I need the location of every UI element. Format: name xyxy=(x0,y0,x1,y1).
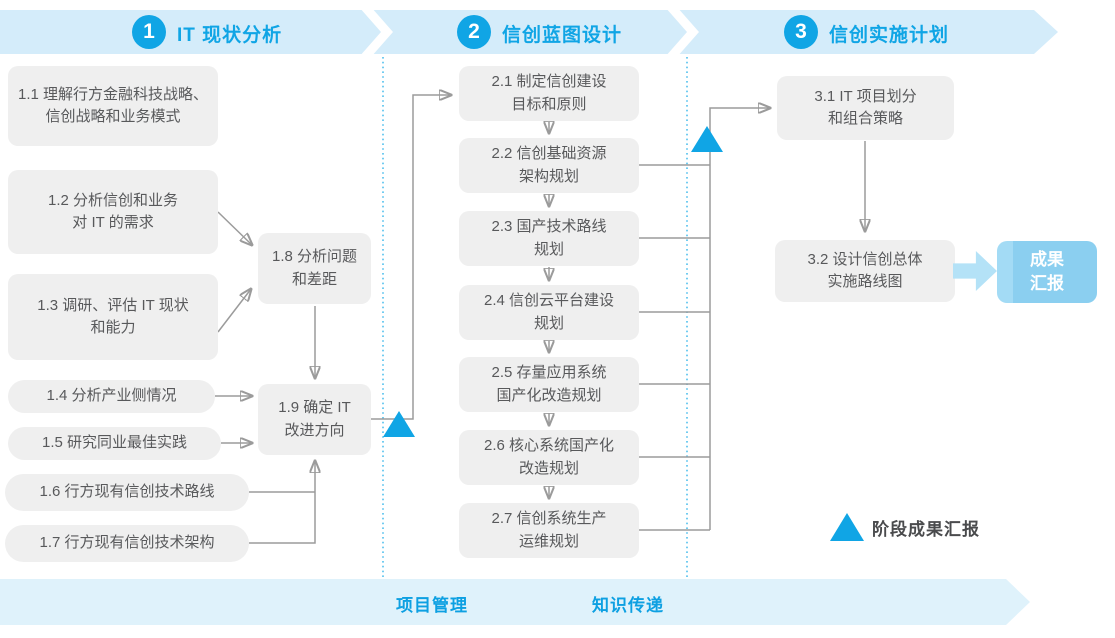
legend-label: 阶段成果汇报 xyxy=(872,520,980,539)
phase-2-title: 信创蓝图设计 xyxy=(502,25,623,46)
milestone-triangle-icon xyxy=(383,411,415,437)
bottom-process-band xyxy=(0,579,1030,625)
task-box-3-2: 3.2 设计信创总体 实施路线图 xyxy=(775,240,955,302)
task-box-1-4: 1.4 分析产业侧情况 xyxy=(8,380,215,413)
task-box-2-6: 2.6 核心系统国产化 改造规划 xyxy=(459,430,639,485)
task-box-2-4: 2.4 信创云平台建设 规划 xyxy=(459,285,639,340)
task-box-2-2: 2.2 信创基础资源 架构规划 xyxy=(459,138,639,193)
task-box-1-5: 1.5 研究同业最佳实践 xyxy=(8,427,221,460)
bottom-band-label-knowledge-transfer: 知识传递 xyxy=(592,596,664,615)
task-box-1-9: 1.9 确定 IT 改进方向 xyxy=(258,384,371,455)
top-phase-band xyxy=(0,10,1058,54)
connector-1-7-to-1-9 xyxy=(249,461,315,544)
band-separator-chevron-icon xyxy=(667,10,699,54)
phase-2-number-badge: 2 xyxy=(457,15,491,49)
connector-1-3-to-1-8 xyxy=(217,289,251,333)
connector-1-2-to-1-8 xyxy=(217,211,252,245)
task-box-1-8: 1.8 分析问题 和差距 xyxy=(258,233,371,304)
task-box-1-7: 1.7 行方现有信创技术架构 xyxy=(5,525,249,562)
band-separator-chevron-icon xyxy=(361,10,393,54)
milestone-triangle-icon xyxy=(691,126,723,152)
bottom-band-label-project-management: 项目管理 xyxy=(396,596,468,615)
phase-1-title: IT 现状分析 xyxy=(177,25,283,46)
task-box-3-1: 3.1 IT 项目划分 和组合策略 xyxy=(777,76,954,140)
phase-3-number-badge: 3 xyxy=(784,15,818,49)
phase-3-title: 信创实施计划 xyxy=(829,25,950,46)
task-box-1-1: 1.1 理解行方金融科技战略、 信创战略和业务模式 xyxy=(8,66,218,146)
connector-collector-to-3-1 xyxy=(709,108,770,530)
task-box-1-2: 1.2 分析信创和业务 对 IT 的需求 xyxy=(8,170,218,254)
legend-triangle-icon xyxy=(830,513,864,541)
task-box-1-6: 1.6 行方现有信创技术路线 xyxy=(5,474,249,511)
phase-1-number-badge: 1 xyxy=(132,15,166,49)
task-box-1-3: 1.3 调研、评估 IT 现状 和能力 xyxy=(8,274,218,360)
result-box: 成果 汇报 xyxy=(997,241,1097,303)
task-box-2-5: 2.5 存量应用系统 国产化改造规划 xyxy=(459,357,639,412)
task-box-2-1: 2.1 制定信创建设 目标和原则 xyxy=(459,66,639,121)
task-box-2-3: 2.3 国产技术路线 规划 xyxy=(459,211,639,266)
task-box-2-7: 2.7 信创系统生产 运维规划 xyxy=(459,503,639,558)
